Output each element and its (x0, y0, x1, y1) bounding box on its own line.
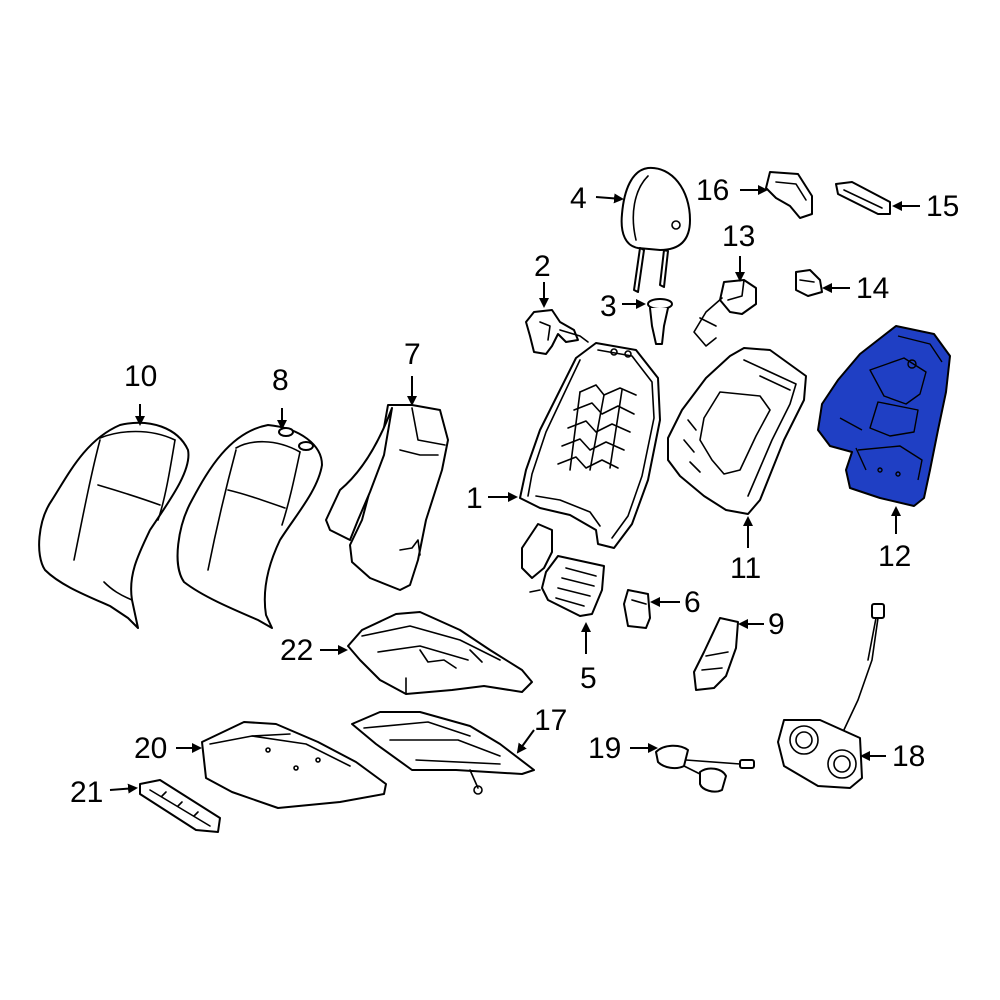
callout-14: 14 (856, 272, 889, 305)
part-17-seat-pan[interactable] (351, 711, 535, 795)
part-22-seat-cushion-cover[interactable] (347, 611, 533, 695)
part-1-backrest-frame[interactable] (519, 342, 661, 549)
part-10-backrest-cover[interactable] (38, 421, 190, 629)
callout-20: 20 (134, 732, 167, 765)
part-15-trim-strip[interactable] (835, 181, 891, 215)
callout-16: 16 (696, 174, 729, 207)
part-13-lumbar-actuator[interactable] (693, 279, 757, 347)
callout-12: 12 (878, 540, 911, 573)
callout-9: 9 (768, 608, 785, 641)
callout-22: 22 (280, 634, 313, 667)
callout-21: 21 (70, 776, 103, 809)
part-11-rear-back-panel[interactable] (667, 347, 807, 515)
callout-18: 18 (892, 740, 925, 773)
part-9-side-trim[interactable] (693, 617, 739, 691)
callout-13: 13 (722, 220, 755, 253)
callout-6: 6 (684, 586, 701, 619)
part-12-backrest-pad-highlighted[interactable] (817, 325, 951, 507)
callout-10: 10 (124, 360, 157, 393)
part-3-guide-sleeve[interactable] (647, 298, 673, 345)
part-2-bracket[interactable] (525, 309, 589, 355)
callout-5: 5 (580, 662, 597, 695)
part-4-headrest[interactable] (620, 166, 691, 293)
part-6-control-module[interactable] (623, 589, 651, 629)
part-7-side-panel[interactable] (325, 404, 449, 591)
part-19-wiring-harness[interactable] (655, 744, 755, 793)
callout-2: 2 (534, 250, 551, 283)
callout-4: 4 (570, 182, 587, 215)
part-18-seat-fan-assembly[interactable] (777, 603, 885, 789)
callout-7: 7 (404, 338, 421, 371)
part-14-switch[interactable] (795, 269, 823, 297)
part-8-backrest-cushion[interactable] (176, 424, 323, 629)
callout-1: 1 (466, 482, 483, 515)
callout-labels: 10 8 7 1 2 3 4 5 6 9 11 12 13 14 15 16 1… (70, 174, 959, 809)
callout-8: 8 (272, 364, 289, 397)
part-20-seat-cushion-pad[interactable] (201, 721, 387, 809)
part-21-cushion-insert[interactable] (139, 779, 221, 833)
part-5-side-bolster[interactable] (521, 523, 605, 617)
part-16-clip[interactable] (765, 171, 813, 219)
callout-17: 17 (534, 704, 567, 737)
leader-lines (109, 185, 920, 794)
callout-19: 19 (588, 732, 621, 765)
callout-15: 15 (926, 190, 959, 223)
callout-3: 3 (600, 290, 617, 323)
callout-11: 11 (730, 552, 761, 585)
